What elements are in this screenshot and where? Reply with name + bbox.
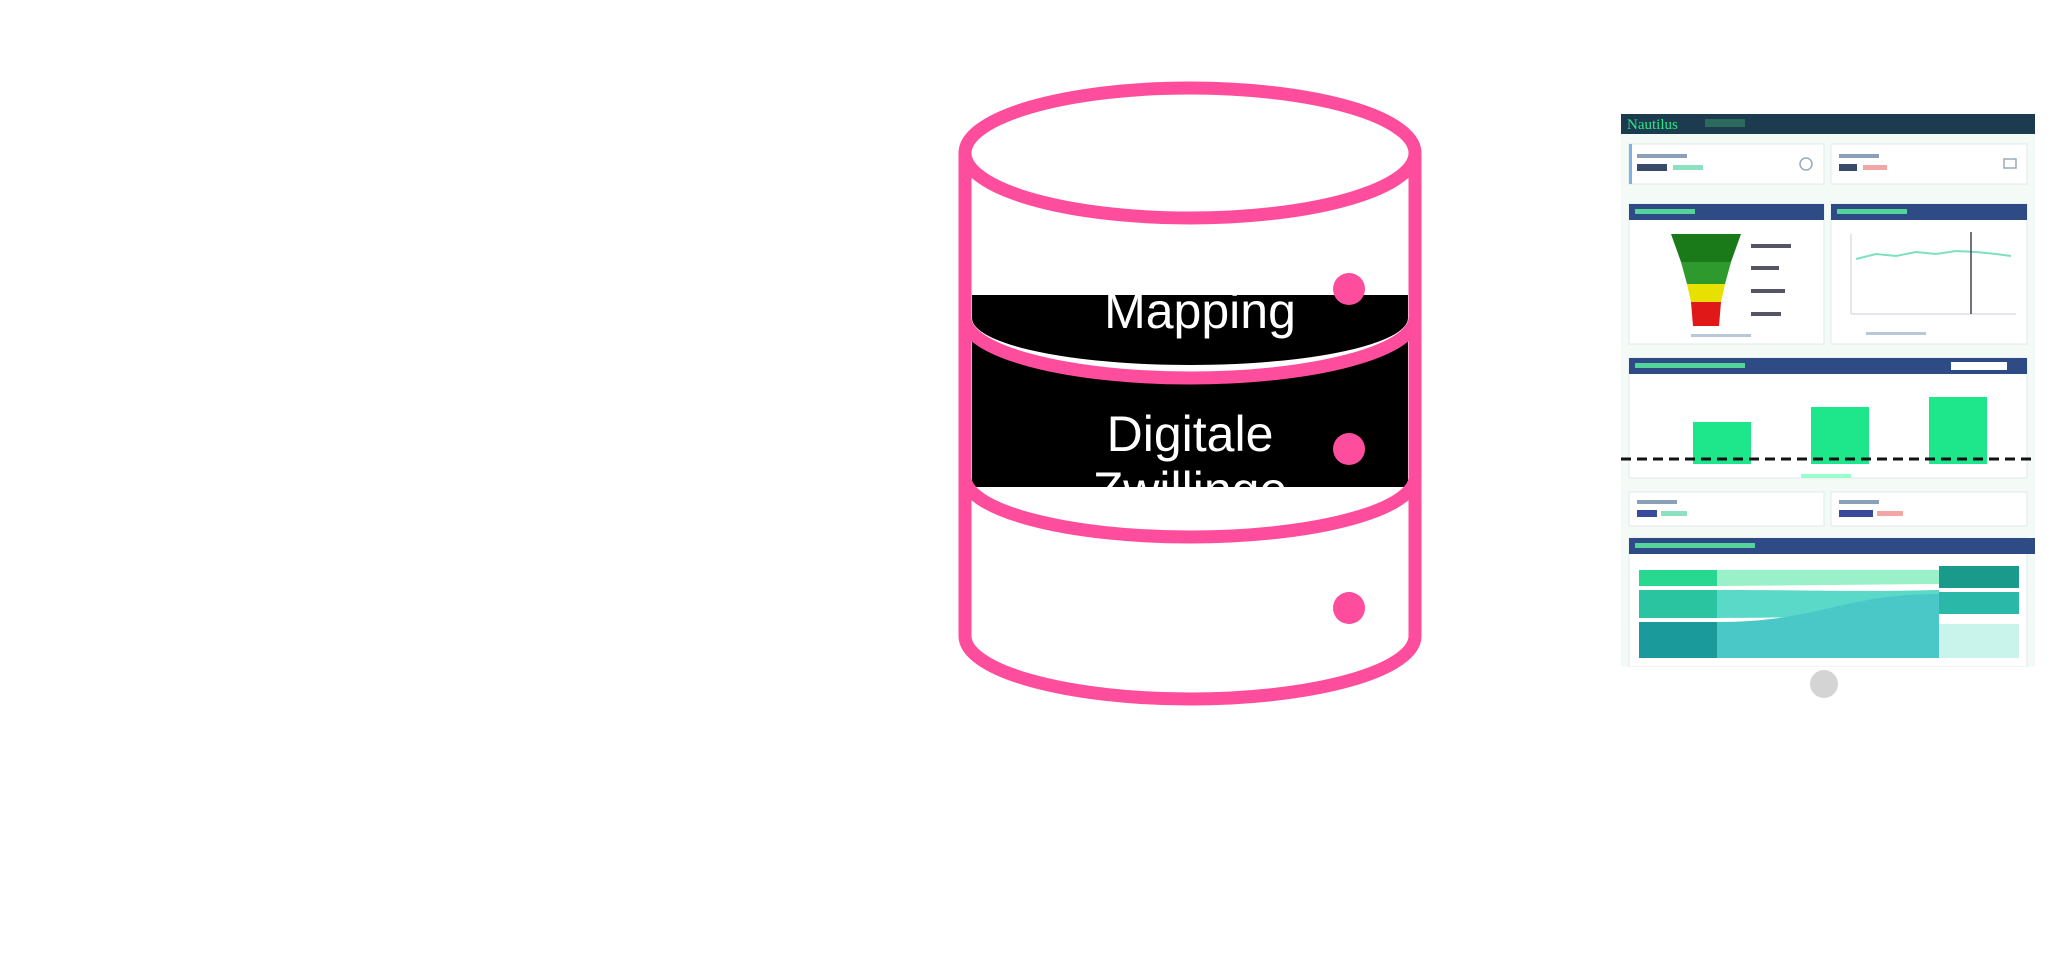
carousel-dot-icon[interactable]: [1810, 670, 1838, 698]
layer-label-clip: Digitale Zwillinge: [972, 400, 1408, 487]
layer-indicator-dot: [1333, 433, 1365, 465]
cylinder-divider-1: [958, 311, 1422, 385]
layer-indicator-dot: [1333, 592, 1365, 624]
layer-indicator-dot: [1333, 273, 1365, 305]
thumbnail-brand-title: Nautilus: [1627, 117, 1678, 133]
layer-band-mapping: [972, 295, 1408, 365]
layer-label-digitale-zwillinge: Digitale Zwillinge: [1093, 406, 1288, 487]
dashboard-thumbnail-image: Nautilus: [1621, 114, 2035, 667]
cylinder-bottom-arc: [958, 629, 1422, 706]
dashboard-thumbnail-drawing: Nautilus: [1621, 114, 2035, 667]
layer-label-mapping: Mapping: [1104, 283, 1296, 339]
layer-band-digitale-zwillinge: [972, 325, 1408, 487]
cylinder-divider-2: [958, 470, 1422, 544]
cylinder-top-ellipse: [958, 81, 1422, 225]
